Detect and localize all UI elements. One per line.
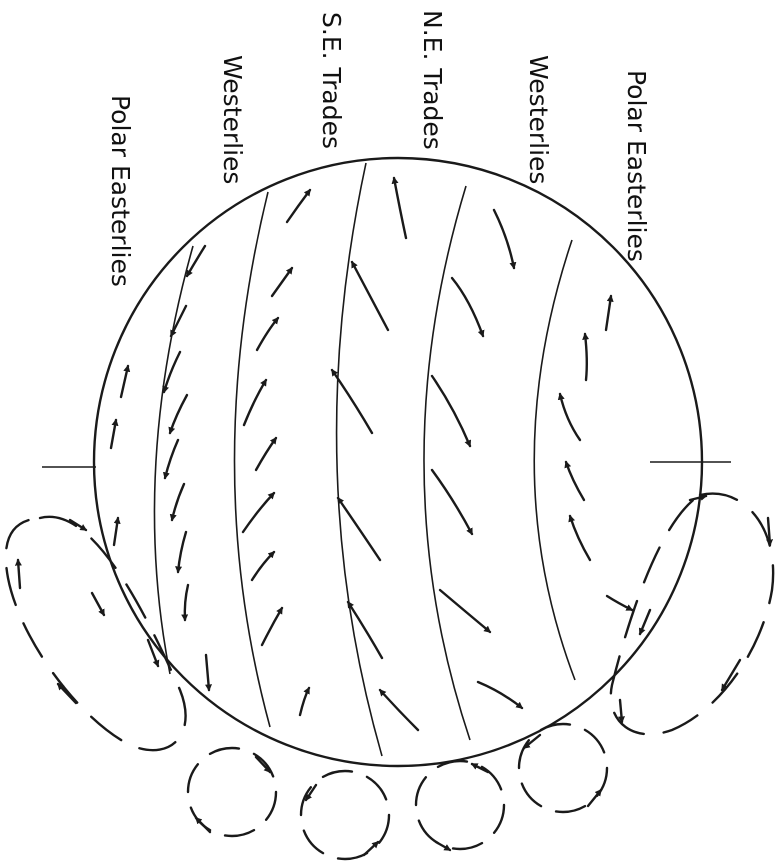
wind-arrow [585,334,587,380]
wind-arrow [114,518,118,545]
belt-boundary-5 [534,240,575,680]
wind-arrow [560,394,580,440]
wind-arrow [478,682,522,708]
wind-arrow [257,318,278,350]
wind-arrow [607,596,632,610]
circulation-cell-bottom-1 [188,748,276,836]
belt-boundary-1 [154,246,193,674]
circulation-cell-left-polar [6,517,186,750]
belt-boundaries [154,163,575,756]
wind-arrow [380,690,418,730]
label-se-trades: S.E. Trades [317,12,346,149]
wind-arrow [172,484,184,520]
wind-belt-labels: Polar Easterlies Westerlies S.E. Trades … [106,10,651,287]
wind-arrow [452,278,483,336]
wind-arrow [440,590,490,632]
wind-arrow [178,532,186,572]
wind-arrow [256,438,276,470]
belt-boundary-2 [234,192,270,727]
wind-arrow [566,462,584,500]
wind-arrow [171,306,186,336]
wind-arrow [243,493,274,532]
wind-arrow [206,655,209,690]
wind-arrow [252,552,274,580]
wind-arrow [121,366,128,397]
wind-arrow [338,498,380,560]
wind-arrow [287,190,310,222]
wind-arrow [272,268,292,296]
wind-arrow [394,178,406,238]
label-ne-trades: N.E. Trades [418,10,447,150]
wind-arrow [332,370,372,433]
circulation-cell-bottom-3 [416,761,504,850]
wind-arrow [352,262,388,330]
wind-arrow [164,352,180,392]
wind-arrow [570,516,590,560]
wind-arrow [111,420,116,448]
circulation-cell-bottom-4 [519,724,607,812]
wind-arrow [300,688,309,715]
circulation-cells [6,494,773,859]
wind-arrow [606,296,611,330]
label-westerlies-left: Westerlies [218,55,247,184]
belt-boundary-3 [337,163,382,756]
belt-boundary-4 [424,186,470,740]
wind-arrow [244,380,266,425]
label-polar-easterlies-right: Polar Easterlies [622,70,651,262]
wind-arrow [494,210,514,268]
earth-circle [94,158,702,766]
wind-arrow [262,608,282,645]
label-westerlies-right: Westerlies [524,55,553,184]
wind-arrow [432,376,470,446]
wind-arrow [432,470,472,534]
wind-arrow [185,585,188,620]
wind-arrow [170,395,187,433]
label-polar-easterlies-left: Polar Easterlies [106,95,135,287]
wind-arrow [165,440,178,478]
circulation-cell-bottom-2 [301,771,389,859]
circulation-cell-right-polar [611,494,773,735]
